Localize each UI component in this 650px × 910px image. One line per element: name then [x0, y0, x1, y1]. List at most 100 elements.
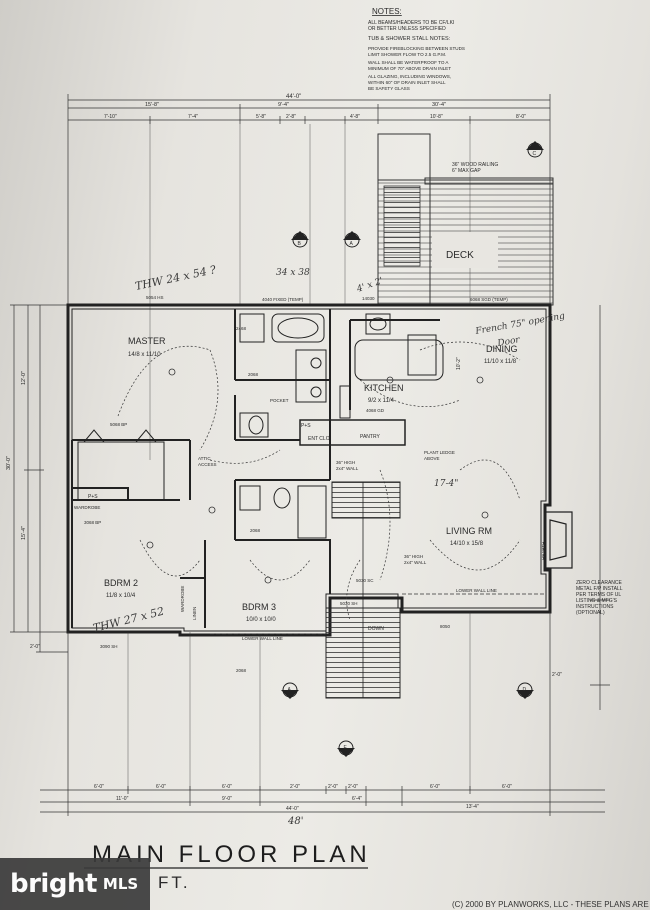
notes-beams-line-2: OR BETTER UNLESS SPECIFIED — [368, 26, 446, 32]
bottom-dim-row2-4: 13'-4" — [466, 804, 479, 810]
handwritten-bdrm2-window: THW 27 x 52 — [92, 605, 166, 635]
railing-note-1: 36" WOOD RAILING — [452, 162, 498, 168]
top-dim-row2-e: 4'-8" — [350, 114, 360, 120]
svg-text:D: D — [523, 687, 527, 693]
section-marker-b1: B — [291, 231, 309, 248]
bottom-dim-5: 2'-0" — [328, 784, 338, 790]
lower-wall-line-bdrm3: LOWER WALL LINE — [242, 636, 283, 641]
lower-wall-lines — [210, 593, 546, 635]
bottom-dim-row2-3: 6'-4" — [352, 796, 362, 802]
attic-access-1: ATTIC — [198, 456, 211, 461]
handwritten-kitchen-window: 34 x 38 — [276, 268, 310, 278]
deck-label: DECK — [446, 250, 474, 261]
room-master-size: 14/8 x 11/10 — [128, 352, 161, 358]
room-dining-name: DINING — [486, 344, 518, 354]
deck — [377, 133, 554, 306]
ent-clo-label: ENT CLO — [308, 436, 330, 442]
tub-notes-heading: TUB & SHOWER STALL NOTES: — [368, 36, 451, 42]
bottom-dim-4: 2'-0" — [290, 784, 300, 790]
svg-text:B: B — [298, 241, 302, 247]
section-marker-d: D — [516, 682, 534, 699]
top-dim-row1-a: 15'-8" — [145, 102, 159, 108]
room-dining-size: 11/10 x 11/8 — [484, 359, 517, 365]
notes-heading: NOTES: — [372, 7, 402, 16]
tub-note-5: ALL GLAZING, INCLUDING WINDOWS, — [368, 74, 451, 79]
handwritten-dim: 17-4" — [434, 479, 458, 489]
tub-note-3: WALL SHALL BE WATERPROOF TO A — [368, 60, 449, 65]
attic-access-2: ACCESS — [198, 462, 217, 467]
wall-36-2: 2x4" WALL — [336, 466, 359, 471]
stair-down-label: DOWN — [368, 626, 384, 632]
room-kitchen-size: 9/2 x 11/4 — [368, 398, 395, 404]
room-master-name: MASTER — [128, 336, 166, 346]
room-bdrm3-name: BDRM 3 — [242, 602, 276, 612]
top-dim-row2-f: 10'-8" — [430, 114, 443, 120]
bottom-dimensions — [40, 612, 605, 816]
wall-36-1: 36" HIGH — [336, 460, 355, 465]
top-dim-row2-c: 5'-8" — [256, 114, 266, 120]
section-markers: C B A A D E — [281, 141, 544, 757]
bottom-dim-row2-1: 11'-0" — [116, 796, 129, 802]
right-dim-1: 10'-2" — [456, 357, 462, 370]
light-fixtures — [146, 368, 489, 584]
handwritten-french-2: Door — [496, 335, 521, 349]
svg-text:A: A — [350, 241, 354, 247]
bottom-dim-6: 2'-0" — [348, 784, 358, 790]
svg-text:(OPTIONAL): (OPTIONAL) — [576, 610, 605, 616]
svg-text:ZERO CLEARANCE: ZERO CLEARANCE — [576, 580, 623, 586]
bottom-dim-2: 6'-0" — [156, 784, 166, 790]
bathroom-fixtures — [239, 313, 444, 539]
bdrm2-closet-code: 3068 BP — [84, 520, 101, 525]
bottom-dim-8: 6'-0" — [502, 784, 512, 790]
left-dim-1: 30'-0" — [6, 456, 12, 470]
notes-block: NOTES: ALL BEAMS/HEADERS TO BE CF/LKI OR… — [368, 7, 465, 91]
tub-note-1: PROVIDE FIREBLOCKING BETWEEN STUDS — [368, 46, 465, 51]
plant-ledge-1: PLANT LEDGE — [424, 450, 455, 455]
handwritten-master-window: THW 24 x 54 ? — [134, 263, 217, 293]
room-bdrm2-size: 11/8 x 10/4 — [106, 593, 136, 599]
tub-note-2: LIMIT SHOWER FLOW TO 2.5 G.P.M. — [368, 52, 446, 57]
notes-beams-line-1: ALL BEAMS/HEADERS TO BE CF/LKI — [368, 20, 454, 26]
handwritten-french-1: French 75" opening — [474, 311, 566, 337]
section-marker-a2: A — [281, 682, 299, 699]
logo-suffix: MLS — [102, 875, 139, 893]
door-code-dining: 6068 SGD (TEMP) — [470, 297, 508, 302]
lower-wall-line-living: LOWER WALL LINE — [456, 588, 497, 593]
pantry-label: PANTRY — [360, 434, 380, 440]
wall-36-living-2: 2x4" WALL — [404, 560, 427, 565]
section-marker-top: C — [526, 141, 544, 158]
wall-36-living-1: 36" HIGH — [404, 554, 423, 559]
section-marker-e: E — [337, 740, 355, 757]
area-unit: FT. — [158, 873, 191, 892]
bottom-dim-7: 6'-0" — [430, 784, 440, 790]
room-bdrm3-size: 10/0 x 10/0 — [246, 617, 276, 623]
wardrobe-label: WARDROBE — [74, 505, 100, 510]
bottom-dim-3: 6'-0" — [222, 784, 232, 790]
left-dim-4: 2'-0" — [30, 644, 40, 650]
window-code-master: 5054 HS — [146, 295, 164, 300]
copyright-text: (C) 2000 BY PLANWORKS, LLC - THESE PLANS… — [452, 900, 649, 909]
bath-door-code: 2068 — [248, 372, 259, 377]
svg-text:LISTING & MFG'S: LISTING & MFG'S — [576, 598, 618, 604]
logo-text: bright — [10, 869, 97, 899]
top-dim-overall: 44'-0" — [286, 94, 301, 100]
window-code-stair: 5030 SH — [340, 601, 358, 606]
room-living-name: LIVING RM — [446, 526, 492, 536]
room-kitchen-name: KITCHEN — [364, 383, 404, 393]
bath2-door-code: 2068 — [250, 528, 261, 533]
brightmls-logo: bright MLS — [0, 858, 150, 910]
linen-label: LINEN — [192, 607, 197, 620]
window-code-living: 8050 — [440, 624, 451, 629]
master-closet — [77, 429, 165, 501]
interior-stairs — [325, 481, 401, 699]
bath-window-code: 2468 — [236, 326, 247, 331]
top-dim-row2-b: 7'-4" — [188, 114, 198, 120]
zero-clearance-note: ZERO CLEARANCE METAL F/P INSTALL PER TER… — [576, 580, 623, 616]
top-dim-row1-c: 30'-4" — [432, 102, 446, 108]
section-marker-a1: A — [343, 231, 361, 248]
svg-text:INSTRUCTIONS: INSTRUCTIONS — [576, 604, 614, 610]
top-dim-row2-g: 8'-0" — [516, 114, 526, 120]
window-code-bath: 4040 FIXED (TEMP) — [262, 297, 304, 302]
